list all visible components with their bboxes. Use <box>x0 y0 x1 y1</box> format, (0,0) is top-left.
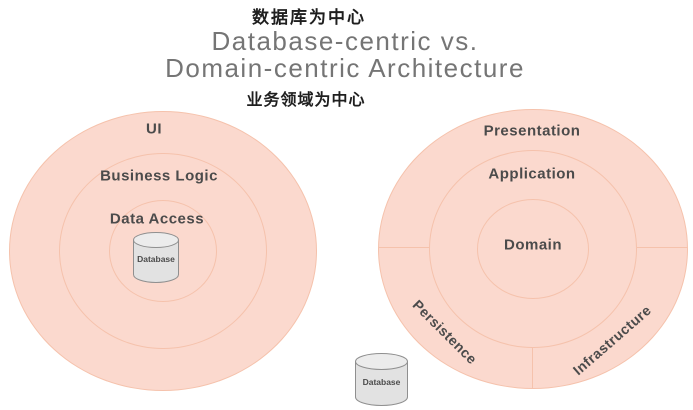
data-access-ring-label: Data Access <box>109 210 205 228</box>
sector-divider-bottom <box>532 348 533 389</box>
right-inner-ring-domain <box>477 199 589 299</box>
presentation-ring-label: Presentation <box>483 122 581 140</box>
domain-centric-zh-label: 业务领域为中心 <box>246 92 366 109</box>
main-title-line-2: Domain-centric Architecture <box>165 53 525 83</box>
database-centric-zh-label: 数据库为中心 <box>252 8 366 27</box>
cylinder-top-shape <box>133 232 179 248</box>
business-logic-ring-label: Business Logic <box>100 167 218 185</box>
database-cylinder-icon: Database <box>133 232 179 283</box>
left-database-label: Database <box>137 254 175 264</box>
sector-divider-right <box>637 247 688 248</box>
cylinder-body-shape <box>133 240 179 283</box>
cylinder-top-shape <box>355 353 408 370</box>
domain-ring-label: Domain <box>503 236 563 254</box>
sector-divider-left <box>379 247 430 248</box>
application-ring-label: Application <box>488 165 576 183</box>
main-title-line-1: Database-centric vs. <box>211 26 479 56</box>
right-database-label: Database <box>363 377 401 387</box>
ui-ring-label: UI <box>146 120 162 138</box>
cylinder-body-shape <box>355 361 408 406</box>
external-database-cylinder-icon: Database <box>355 353 408 406</box>
